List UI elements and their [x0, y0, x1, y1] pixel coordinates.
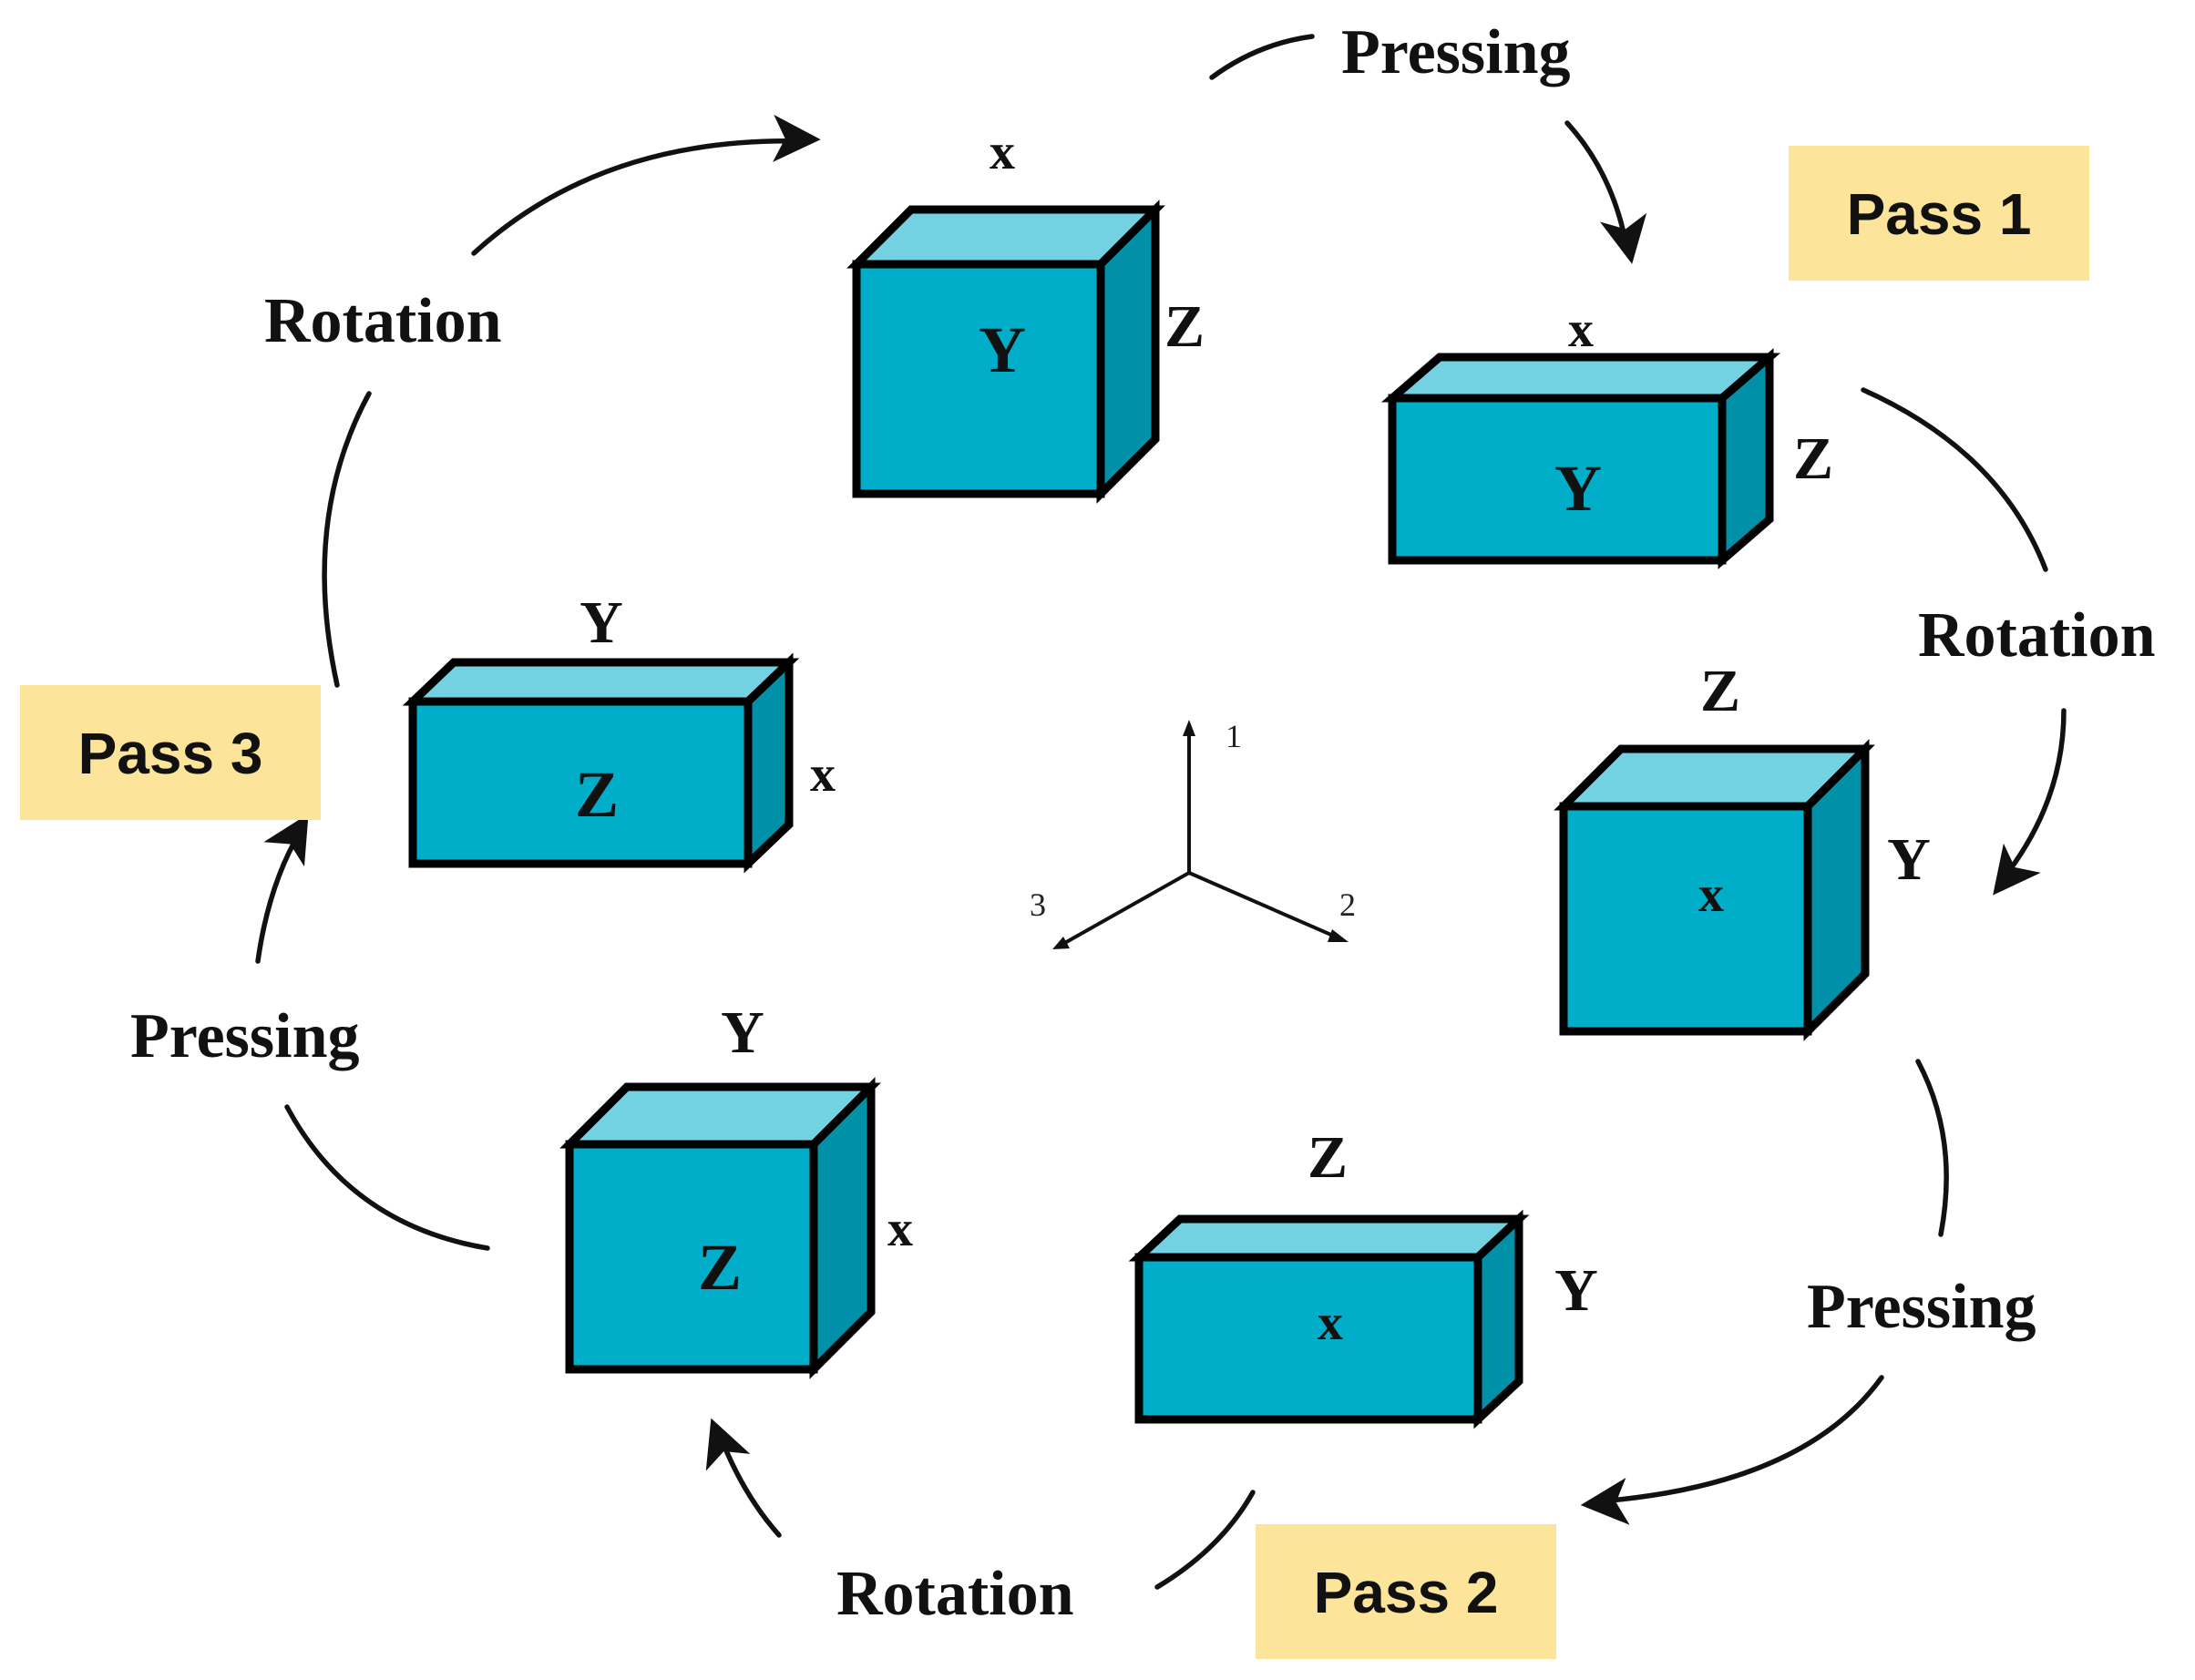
arrow-pressing-3-out: [255, 814, 309, 964]
arrow-rotation-3-in: [322, 391, 372, 688]
block-top-axis-label: Y: [580, 589, 623, 656]
rotation-label-1: Rotation: [1918, 600, 2156, 671]
block-top-axis-label: x: [1568, 302, 1594, 358]
block-front-face: [408, 697, 753, 868]
arrow-pressing-1-in: [1209, 34, 1315, 80]
arrow-pressing-2-out: [1580, 1375, 1884, 1525]
block-front-face: [1559, 802, 1812, 1036]
block-right-cube: Zx Y: [1554, 658, 1931, 1041]
pass-1-badge: Pass 1: [1789, 146, 2089, 281]
rotation-label-3: Rotation: [264, 286, 502, 356]
arrow-pressing-2-in: [1915, 1059, 1949, 1237]
pass-1-label: Pass 1: [1847, 181, 2032, 247]
block-side-axis-label: Z: [1793, 425, 1833, 492]
pressing-label-1: Pressing: [1341, 17, 1571, 87]
arrow-rotation-1-in: [1861, 387, 2048, 572]
block-front-axis-label: Z: [698, 1231, 742, 1304]
block-side-axis-label: x: [810, 746, 836, 803]
axis-2-arrowhead: [1328, 929, 1349, 942]
block-front-axis-label: x: [1698, 866, 1724, 923]
block-side-face: [744, 652, 794, 874]
block-side-face: [1473, 1209, 1523, 1429]
pressing-label-3: Pressing: [130, 1001, 360, 1071]
axis-1-label: 1: [1226, 718, 1242, 754]
block-top-axis-label: Y: [721, 999, 764, 1066]
axis-3-line: [1061, 871, 1190, 947]
block-top-face: [1380, 353, 1781, 403]
axis-3-arrowhead: [1052, 937, 1070, 949]
arrow-rotation-2-out: [705, 1418, 782, 1538]
process-arrows: [255, 34, 2067, 1590]
block-side-axis-label: Z: [1164, 293, 1205, 360]
axis-2-line: [1188, 871, 1340, 940]
arrow-pressing-1-out: [1564, 120, 1647, 264]
block-front-face: [565, 1140, 818, 1374]
axis-3-label: 3: [1030, 886, 1046, 923]
axis-1-arrowhead: [1183, 720, 1195, 736]
axis-2-label: 2: [1339, 886, 1356, 923]
block-side-face: [1096, 200, 1160, 504]
block-pass1-pressed: xY Z: [1380, 302, 1833, 569]
block-front-axis-label: x: [1318, 1295, 1343, 1351]
pass-2-badge: Pass 2: [1256, 1524, 1556, 1659]
pass-2-label: Pass 2: [1314, 1560, 1499, 1625]
block-bottom-left-cube: Y Zx: [559, 999, 913, 1379]
pass-3-label: Pass 3: [78, 721, 263, 786]
block-side-face: [1718, 348, 1774, 569]
block-side-axis-label: Y: [1887, 826, 1931, 893]
arrow-rotation-3-out: [471, 114, 821, 256]
block-front-face: [1134, 1253, 1482, 1424]
arrow-rotation-2-in: [1154, 1490, 1256, 1590]
pass-3-badge: Pass 3: [20, 685, 321, 820]
block-top-face: [1128, 1214, 1530, 1262]
block-top-cube: xY Z: [846, 124, 1205, 504]
step-labels: Pressing Rotation Pressing Rotation Pres…: [130, 17, 2156, 1629]
rotation-label-2: Rotation: [836, 1559, 1074, 1629]
block-top-axis-label: Z: [1700, 658, 1740, 724]
block-front-face: [1388, 394, 1727, 565]
block-top-axis-label: Z: [1308, 1124, 1348, 1191]
block-front-axis-label: Z: [575, 758, 619, 831]
block-front-axis-label: Y: [1554, 452, 1602, 525]
block-front-axis-label: Y: [979, 313, 1026, 386]
arrow-rotation-1-out: [1993, 708, 2067, 896]
pressing-label-2: Pressing: [1807, 1272, 2036, 1342]
block-pass2-pressed: Zx Y: [1128, 1124, 1598, 1429]
coordinate-triad: 1 2 3: [1030, 718, 1356, 949]
block-side-axis-label: x: [887, 1201, 913, 1257]
block-side-axis-label: Y: [1554, 1257, 1598, 1324]
block-top-axis-label: x: [990, 124, 1015, 180]
block-top-face: [402, 658, 800, 706]
arrow-pressing-3-in: [284, 1104, 490, 1251]
block-front-face: [852, 260, 1105, 498]
